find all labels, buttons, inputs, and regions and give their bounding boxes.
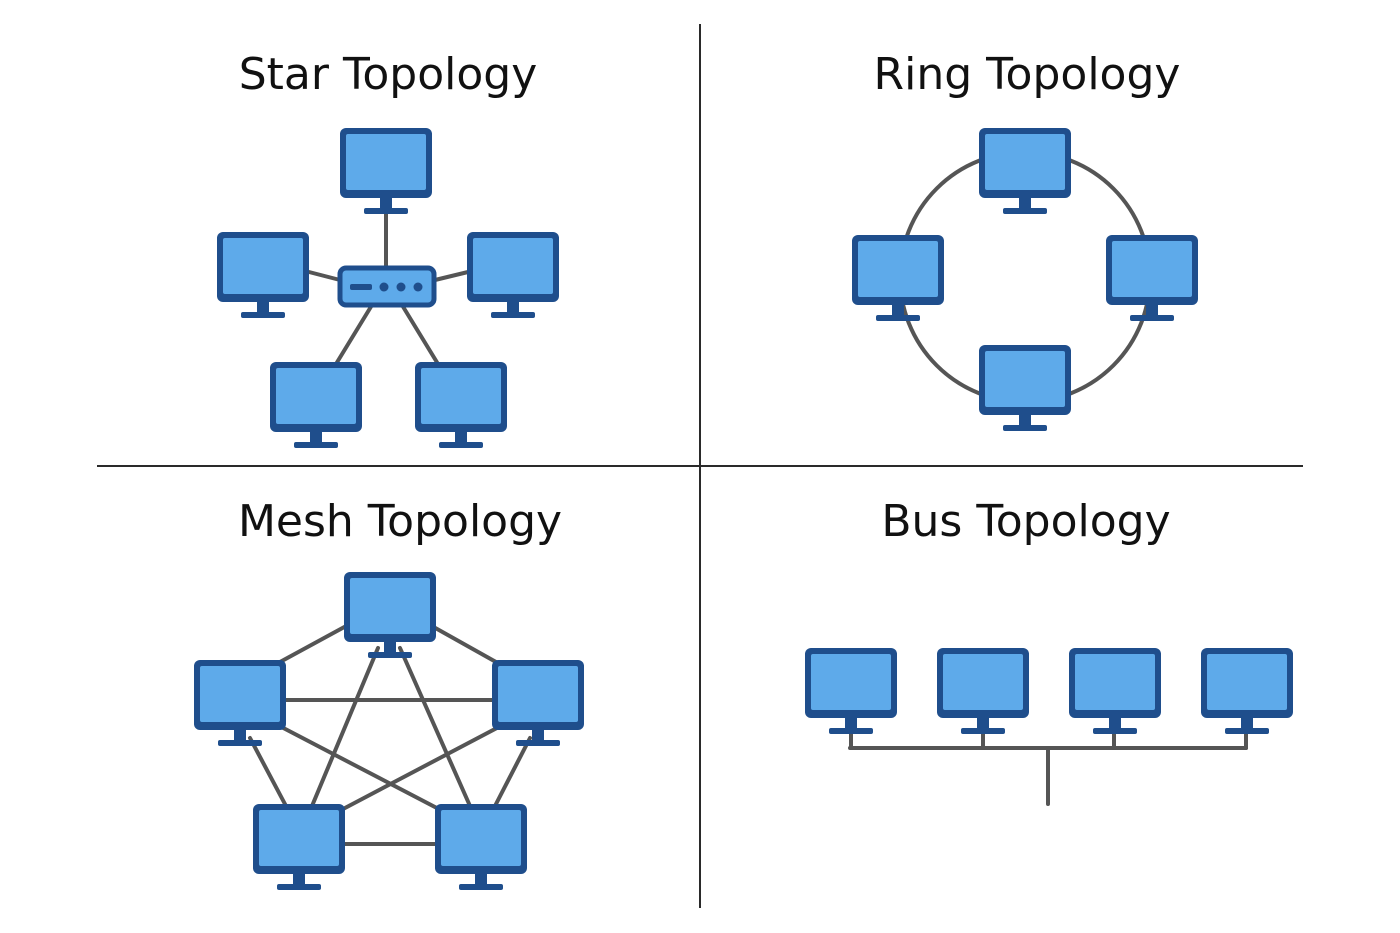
computer-icon (937, 648, 1029, 734)
computer-icon (270, 362, 362, 448)
star-links (307, 206, 470, 366)
computer-icon (1069, 648, 1161, 734)
computer-icon (492, 660, 584, 746)
mesh-topology-title: Mesh Topology (238, 496, 562, 547)
bus-topology-title: Bus Topology (881, 496, 1170, 547)
star-topology-panel: Star Topology (217, 49, 559, 448)
computer-icon (1106, 235, 1198, 321)
computer-icon (253, 804, 345, 890)
computer-icon (217, 232, 309, 318)
computer-icon (1201, 648, 1293, 734)
computer-icon (415, 362, 507, 448)
bus-links (848, 726, 1248, 806)
computer-icon (340, 128, 432, 214)
star-topology-title: Star Topology (239, 49, 538, 100)
computer-icon (467, 232, 559, 318)
ring-topology-panel: Ring Topology (852, 49, 1198, 431)
computer-icon (979, 128, 1071, 214)
bus-topology-panel: Bus Topology (805, 496, 1293, 806)
computer-icon (979, 345, 1071, 431)
computer-icon (344, 572, 436, 658)
computer-icon (805, 648, 897, 734)
computer-icon (852, 235, 944, 321)
computer-icon (435, 804, 527, 890)
ring-topology-title: Ring Topology (874, 49, 1181, 100)
hub-icon (337, 265, 437, 308)
mesh-topology-panel: Mesh Topology (194, 496, 584, 890)
mesh-links (248, 623, 532, 846)
computer-icon (194, 660, 286, 746)
